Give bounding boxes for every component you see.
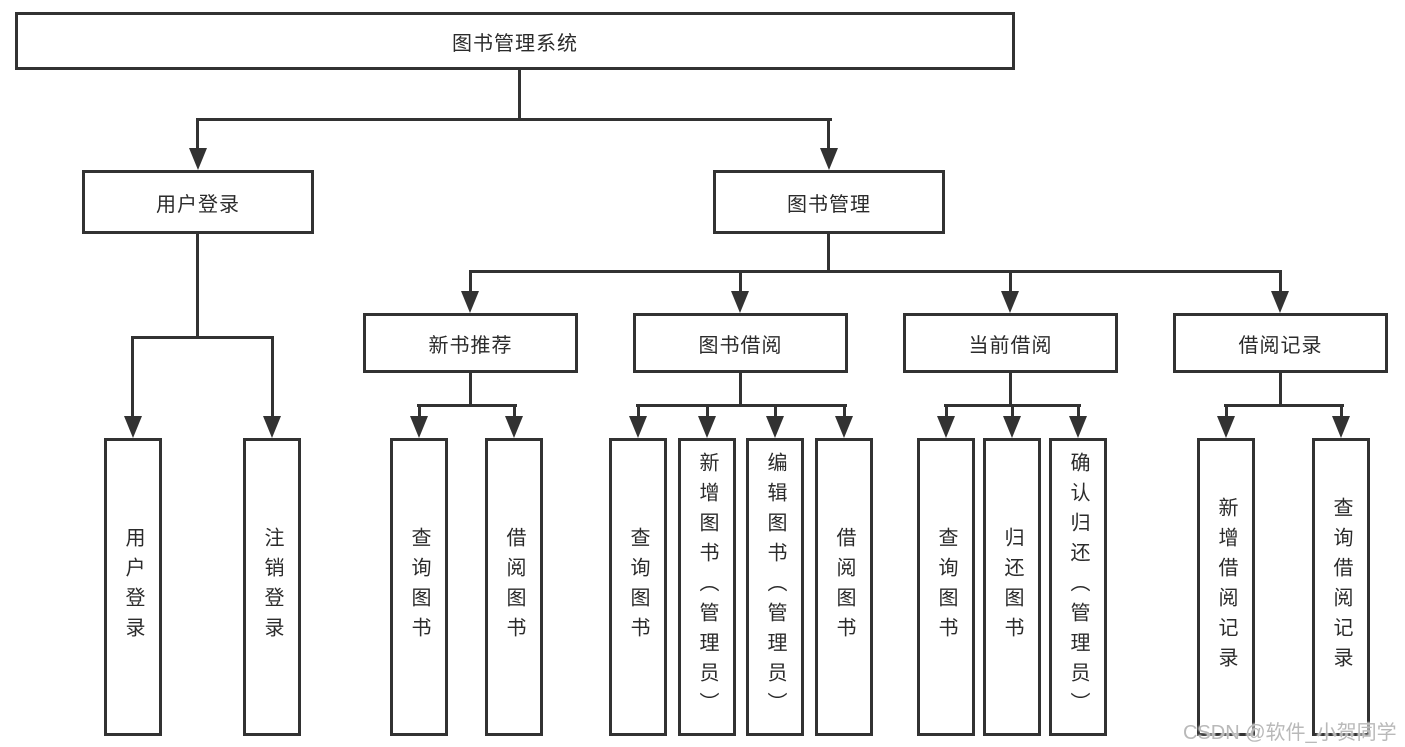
leaf-record-add: 新增借阅记录: [1197, 438, 1255, 736]
connector-root-stem: [518, 70, 521, 121]
arrowhead-down-icon: [835, 416, 853, 438]
node-book-borrow-label: 图书借阅: [698, 334, 783, 357]
arrowhead-down-icon: [1003, 416, 1021, 438]
arrowhead-down-icon: [820, 148, 838, 170]
node-new-book-recommend: 新书推荐: [363, 313, 578, 373]
connector-bookmgmt-stem: [827, 234, 830, 273]
arrowhead-down-icon: [410, 416, 428, 438]
connector-userlogin-drop: [196, 118, 199, 152]
arrowhead-down-icon: [1069, 416, 1087, 438]
connector-drop: [469, 270, 472, 293]
connector-drop: [1340, 404, 1343, 418]
csdn-watermark: CSDN @软件_小贺同学: [1183, 722, 1397, 744]
leaf-current-return-label: 归还图书: [1001, 527, 1023, 647]
node-book-management: 图书管理: [713, 170, 945, 234]
arrowhead-down-icon: [461, 291, 479, 313]
connector-records-stem: [1279, 373, 1282, 407]
connector-drop: [843, 404, 846, 418]
leaf-current-query: 查询图书: [917, 438, 975, 736]
leaf-current-confirm-admin-label: 确认归还（管理员）: [1067, 452, 1089, 722]
leaf-user-login-label: 用户登录: [122, 527, 144, 647]
connector-userlogin-crossbar: [131, 336, 274, 339]
leaf-newbook-borrow-label: 借阅图书: [503, 527, 525, 647]
leaf-record-add-label: 新增借阅记录: [1215, 497, 1237, 677]
node-current-borrow-label: 当前借阅: [968, 334, 1053, 357]
leaf-borrow-add-admin: 新增图书（管理员）: [678, 438, 736, 736]
node-current-borrow: 当前借阅: [903, 313, 1118, 373]
connector-newbook-stem: [469, 373, 472, 407]
arrowhead-down-icon: [189, 148, 207, 170]
connector-drop: [418, 404, 421, 418]
connector-drop: [513, 404, 516, 418]
connector-records-crossbar: [1224, 404, 1344, 407]
arrowhead-down-icon: [124, 416, 142, 438]
connector-drop: [945, 404, 948, 418]
connector-drop: [131, 336, 134, 418]
leaf-record-query-label: 查询借阅记录: [1330, 497, 1352, 677]
arrowhead-down-icon: [263, 416, 281, 438]
arrowhead-down-icon: [698, 416, 716, 438]
node-borrow-records-label: 借阅记录: [1238, 334, 1323, 357]
connector-drop: [1225, 404, 1228, 418]
node-borrow-records: 借阅记录: [1173, 313, 1388, 373]
arrowhead-down-icon: [731, 291, 749, 313]
connector-root-crossbar: [196, 118, 832, 121]
leaf-newbook-query-label: 查询图书: [408, 527, 430, 647]
node-new-book-recommend-label: 新书推荐: [428, 334, 513, 357]
connector-drop: [774, 404, 777, 418]
leaf-borrow-edit-admin-label: 编辑图书（管理员）: [764, 452, 786, 722]
arrowhead-down-icon: [1332, 416, 1350, 438]
connector-newbook-crossbar: [417, 404, 517, 407]
leaf-borrow-borrow: 借阅图书: [815, 438, 873, 736]
connector-drop: [1279, 270, 1282, 293]
connector-bookmgmt-crossbar: [469, 270, 1282, 273]
leaf-current-confirm-admin: 确认归还（管理员）: [1049, 438, 1107, 736]
node-user-login-label: 用户登录: [156, 193, 240, 216]
leaf-record-query: 查询借阅记录: [1312, 438, 1370, 736]
leaf-logout: 注销登录: [243, 438, 301, 736]
leaf-current-return: 归还图书: [983, 438, 1041, 736]
node-root: 图书管理系统: [15, 12, 1015, 70]
arrowhead-down-icon: [937, 416, 955, 438]
connector-borrow-crossbar: [636, 404, 847, 407]
leaf-borrow-query: 查询图书: [609, 438, 667, 736]
connector-drop: [1009, 270, 1012, 293]
connector-borrow-stem: [739, 373, 742, 407]
leaf-current-query-label: 查询图书: [935, 527, 957, 647]
node-book-borrow: 图书借阅: [633, 313, 848, 373]
leaf-borrow-add-admin-label: 新增图书（管理员）: [696, 452, 718, 722]
leaf-newbook-query: 查询图书: [390, 438, 448, 736]
node-book-management-label: 图书管理: [787, 193, 871, 216]
arrowhead-down-icon: [1217, 416, 1235, 438]
connector-drop: [706, 404, 709, 418]
leaf-borrow-edit-admin: 编辑图书（管理员）: [746, 438, 804, 736]
leaf-newbook-borrow: 借阅图书: [485, 438, 543, 736]
arrowhead-down-icon: [1001, 291, 1019, 313]
connector-drop: [739, 270, 742, 293]
arrowhead-down-icon: [629, 416, 647, 438]
node-root-label: 图书管理系统: [452, 32, 578, 55]
leaf-borrow-borrow-label: 借阅图书: [833, 527, 855, 647]
node-user-login: 用户登录: [82, 170, 314, 234]
arrowhead-down-icon: [1271, 291, 1289, 313]
connector-drop: [637, 404, 640, 418]
leaf-borrow-query-label: 查询图书: [627, 527, 649, 647]
arrowhead-down-icon: [766, 416, 784, 438]
connector-bookmgmt-drop: [827, 118, 830, 152]
connector-drop: [1011, 404, 1014, 418]
connector-current-stem: [1009, 373, 1012, 407]
arrowhead-down-icon: [505, 416, 523, 438]
leaf-user-login: 用户登录: [104, 438, 162, 736]
connector-drop: [1077, 404, 1080, 418]
connector-drop: [271, 336, 274, 418]
leaf-logout-label: 注销登录: [261, 527, 283, 647]
connector-userlogin-stem: [196, 234, 199, 339]
